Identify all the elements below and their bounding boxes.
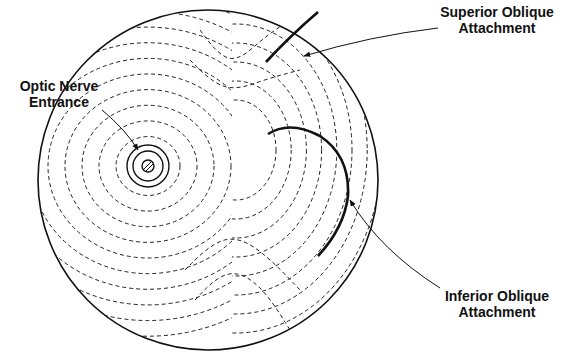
part-label: Superior Oblique Attachment	[422, 4, 572, 36]
optic-nerve	[127, 145, 169, 187]
leader-line	[102, 110, 138, 150]
part-label: Inferior Oblique Attachment	[422, 288, 572, 320]
part-label: Optic Nerve Entrance	[4, 78, 114, 110]
contour-lines	[0, 0, 489, 352]
leader-line	[350, 200, 440, 288]
leader-line	[304, 28, 438, 56]
globe-outline	[38, 10, 378, 350]
inferior-oblique-attachment	[268, 127, 348, 256]
